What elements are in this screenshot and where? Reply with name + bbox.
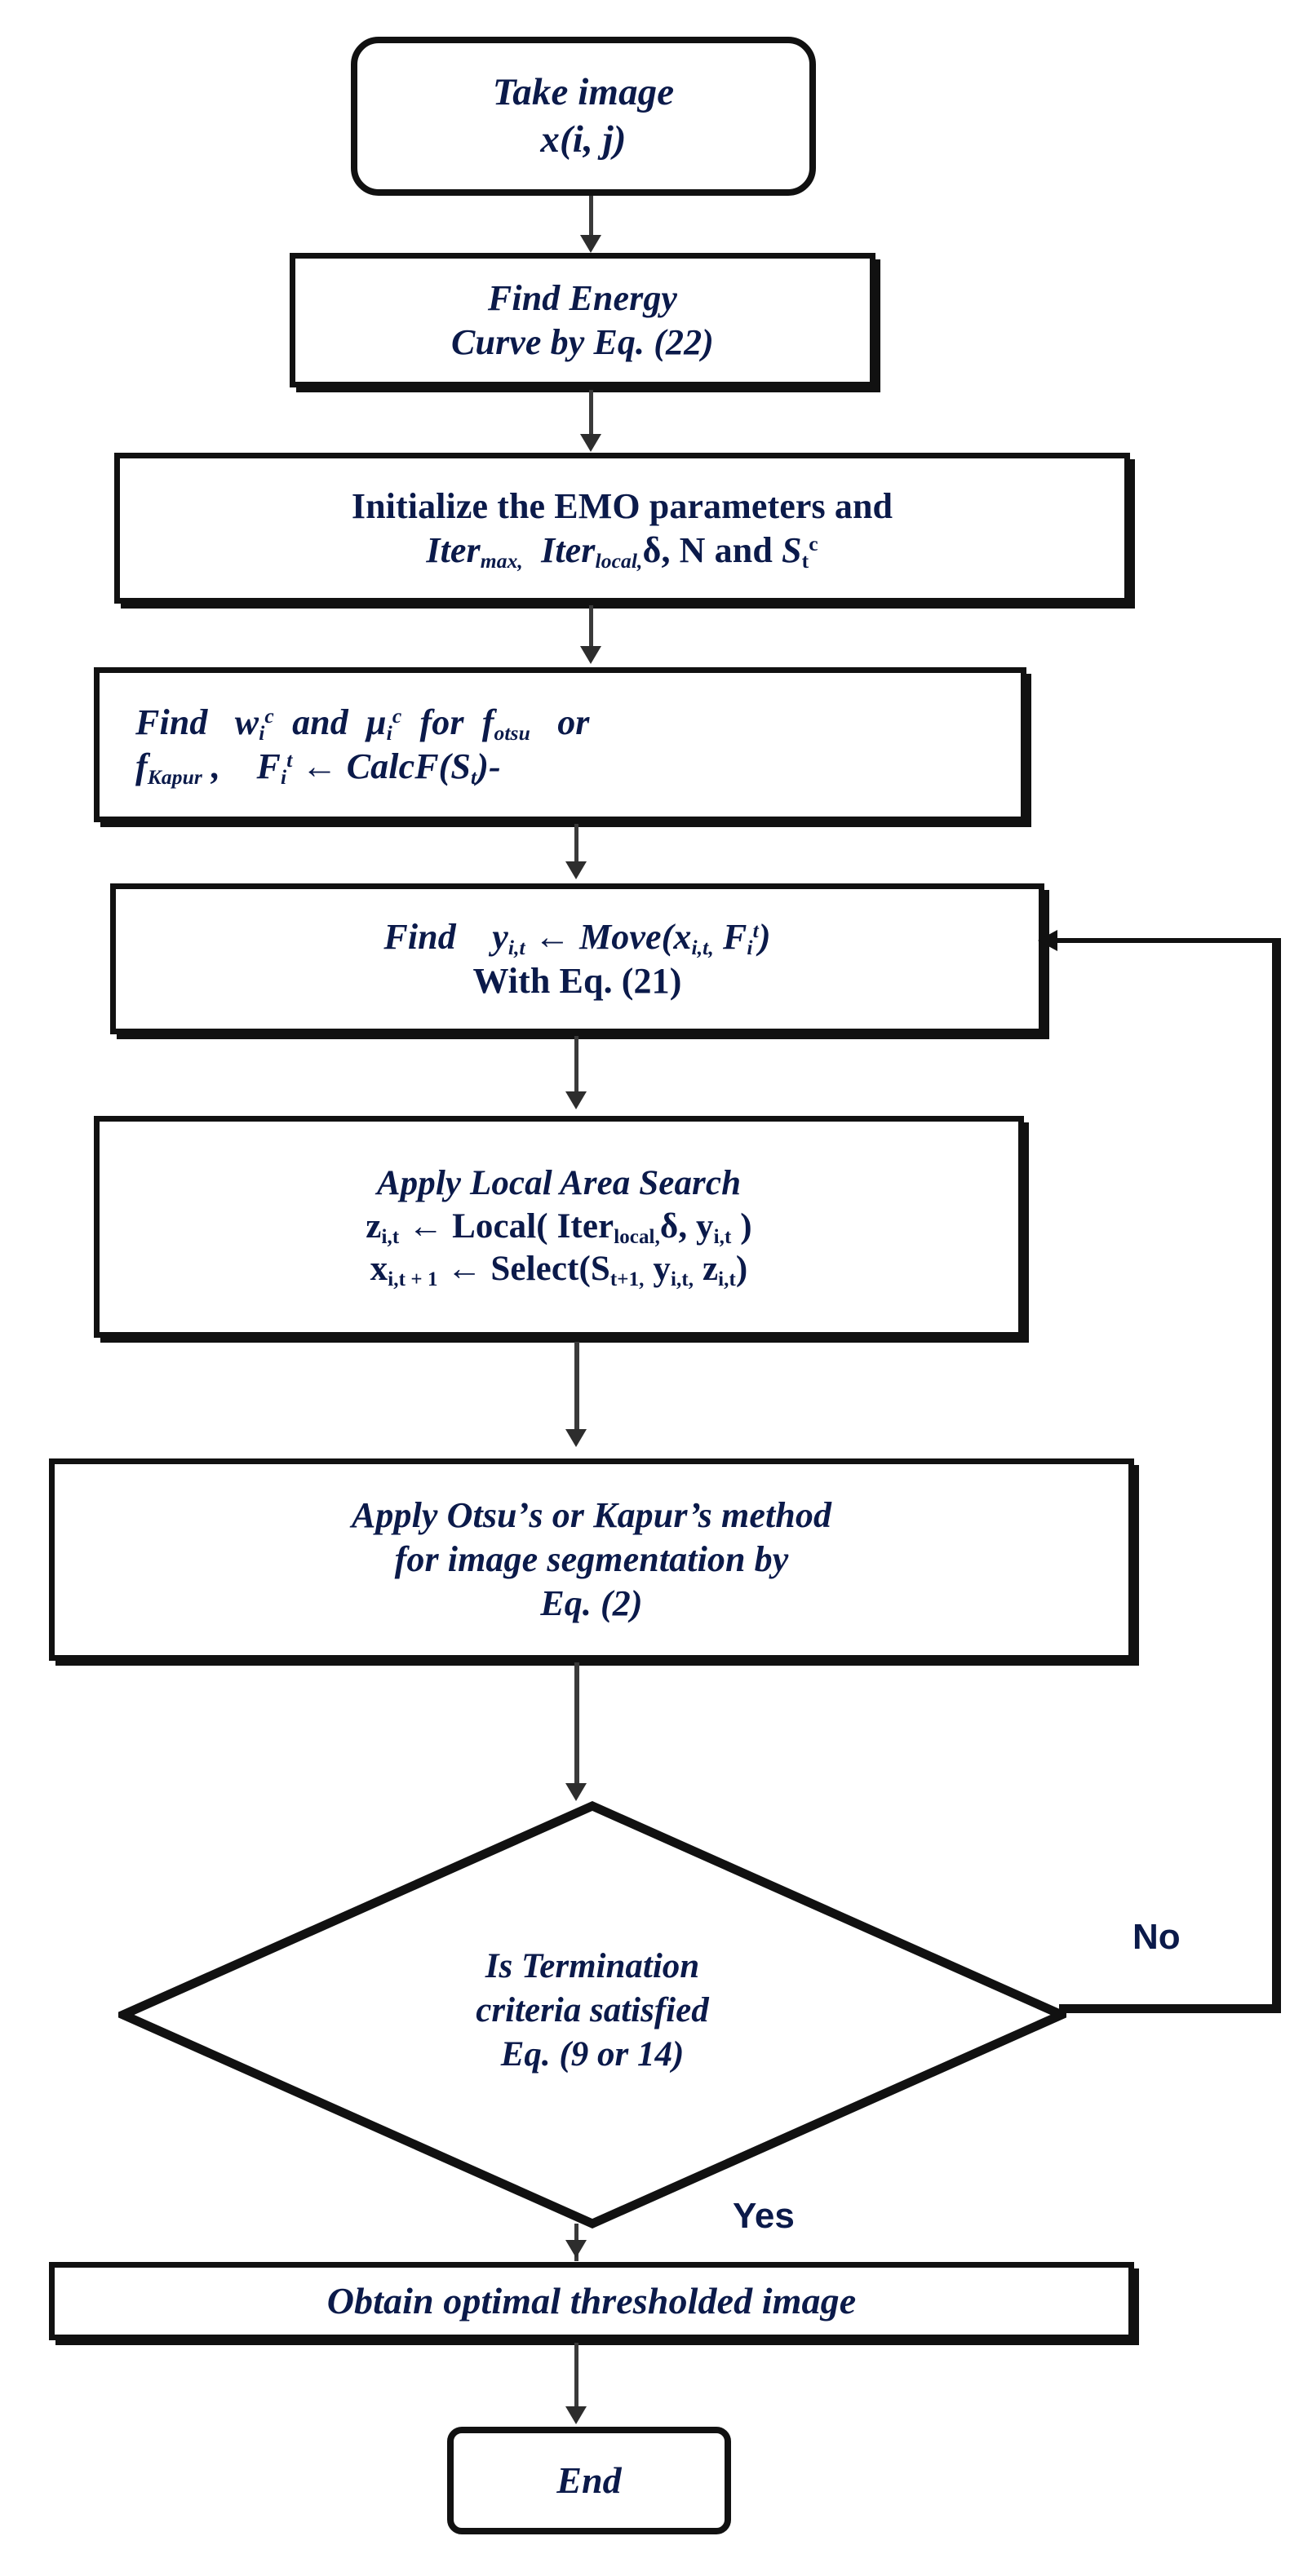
move-line2: With Eq. (21) — [472, 960, 682, 1001]
move-line1: Find yi,t ← Move(xi,t, Fit) — [383, 916, 771, 959]
node-find-w-mu[interactable]: Find wic and μic for fotsu or fKapur , F… — [94, 667, 1026, 822]
initialize-line2: Itermax, Iterlocal,δ, N and Stc — [426, 529, 818, 573]
connector-findwmu-to-move — [574, 824, 578, 863]
arrowhead-findwmu-to-move — [565, 861, 587, 879]
node-apply-otsu-kapur[interactable]: Apply Otsuʼs or Kapur’s method for image… — [49, 1458, 1134, 1661]
take-image-line2: x(i, j) — [540, 117, 627, 161]
connector-localsearch-to-segmentation — [574, 1342, 579, 1433]
connector-initialize-to-findwmu — [589, 605, 593, 648]
energy-line1: Find Energy — [487, 277, 678, 318]
segmentation-line3: Eq. (2) — [540, 1582, 643, 1623]
localsearch-title: Apply Local Area Search — [376, 1164, 742, 1203]
node-find-energy-curve[interactable]: Find Energy Curve by Eq. (22) — [290, 253, 875, 387]
node-local-area-search[interactable]: Apply Local Area Search zi,t ← Local( It… — [94, 1116, 1024, 1338]
arrowhead-start-to-energy — [580, 235, 601, 253]
edge-label-yes: Yes — [733, 2196, 795, 2236]
node-end[interactable]: End — [447, 2427, 731, 2534]
arrowhead-energy-to-initialize — [580, 434, 601, 452]
arrowhead-localsearch-to-segmentation — [565, 1429, 587, 1447]
connector-segmentation-to-decision — [574, 1662, 579, 1786]
diamond-shape — [118, 1801, 1066, 2229]
node-initialize-emo[interactable]: Initialize the EMO parameters and Iterma… — [114, 453, 1130, 604]
arrowhead-no-loop — [1038, 930, 1057, 951]
connector-start-to-energy — [589, 196, 593, 237]
connector-energy-to-initialize — [589, 390, 593, 436]
result-line1: Obtain optimal thresholded image — [326, 2279, 857, 2321]
decision-label: Is Termination criteria satisfied Eq. (9… — [118, 1945, 1066, 2076]
no-loop-vertical — [1272, 940, 1281, 2010]
arrowhead-move-to-localsearch — [565, 1091, 587, 1109]
end-label: End — [556, 2459, 622, 2501]
arrowhead-decision-to-result — [565, 2240, 587, 2258]
node-find-move[interactable]: Find yi,t ← Move(xi,t, Fit) With Eq. (21… — [110, 883, 1044, 1034]
node-take-image[interactable]: Take image x(i, j) — [351, 37, 816, 196]
arrowhead-segmentation-to-decision — [565, 1783, 587, 1801]
initialize-line1: Initialize the EMO parameters and — [351, 485, 893, 526]
decision-line1: Is Termination — [485, 1947, 700, 1985]
arrowhead-initialize-to-findwmu — [580, 646, 601, 664]
no-loop-horizontal-top — [1054, 938, 1281, 943]
node-termination-decision[interactable]: Is Termination criteria satisfied Eq. (9… — [118, 1801, 1066, 2229]
connector-result-to-end — [574, 2343, 578, 2410]
no-loop-horizontal-bottom — [1059, 2004, 1281, 2013]
take-image-line1: Take image — [492, 71, 675, 114]
segmentation-line2: for image segmentation by — [394, 1539, 789, 1580]
decision-line2: criteria satisfied — [476, 1990, 709, 2029]
findwmu-line2: fKapur , Fit ← CalcF(St)- — [135, 746, 501, 790]
edge-label-no: No — [1132, 1917, 1181, 1957]
decision-line3: Eq. (9 or 14) — [500, 2034, 685, 2074]
findwmu-line1: Find wic and μic for fotsu or — [135, 702, 590, 746]
arrowhead-result-to-end — [565, 2406, 587, 2424]
segmentation-line1: Apply Otsuʼs or Kapur’s method — [351, 1495, 832, 1536]
connector-move-to-localsearch — [574, 1036, 578, 1093]
node-obtain-optimal-image[interactable]: Obtain optimal thresholded image — [49, 2262, 1134, 2340]
localsearch-line2: zi,t ← Local( Iterlocal,δ, yi,t ) — [366, 1206, 752, 1248]
localsearch-line3: xi,t + 1 ← Select(St+1, yi,t, zi,t) — [370, 1250, 748, 1291]
energy-line2: Curve by Eq. (22) — [451, 321, 714, 362]
